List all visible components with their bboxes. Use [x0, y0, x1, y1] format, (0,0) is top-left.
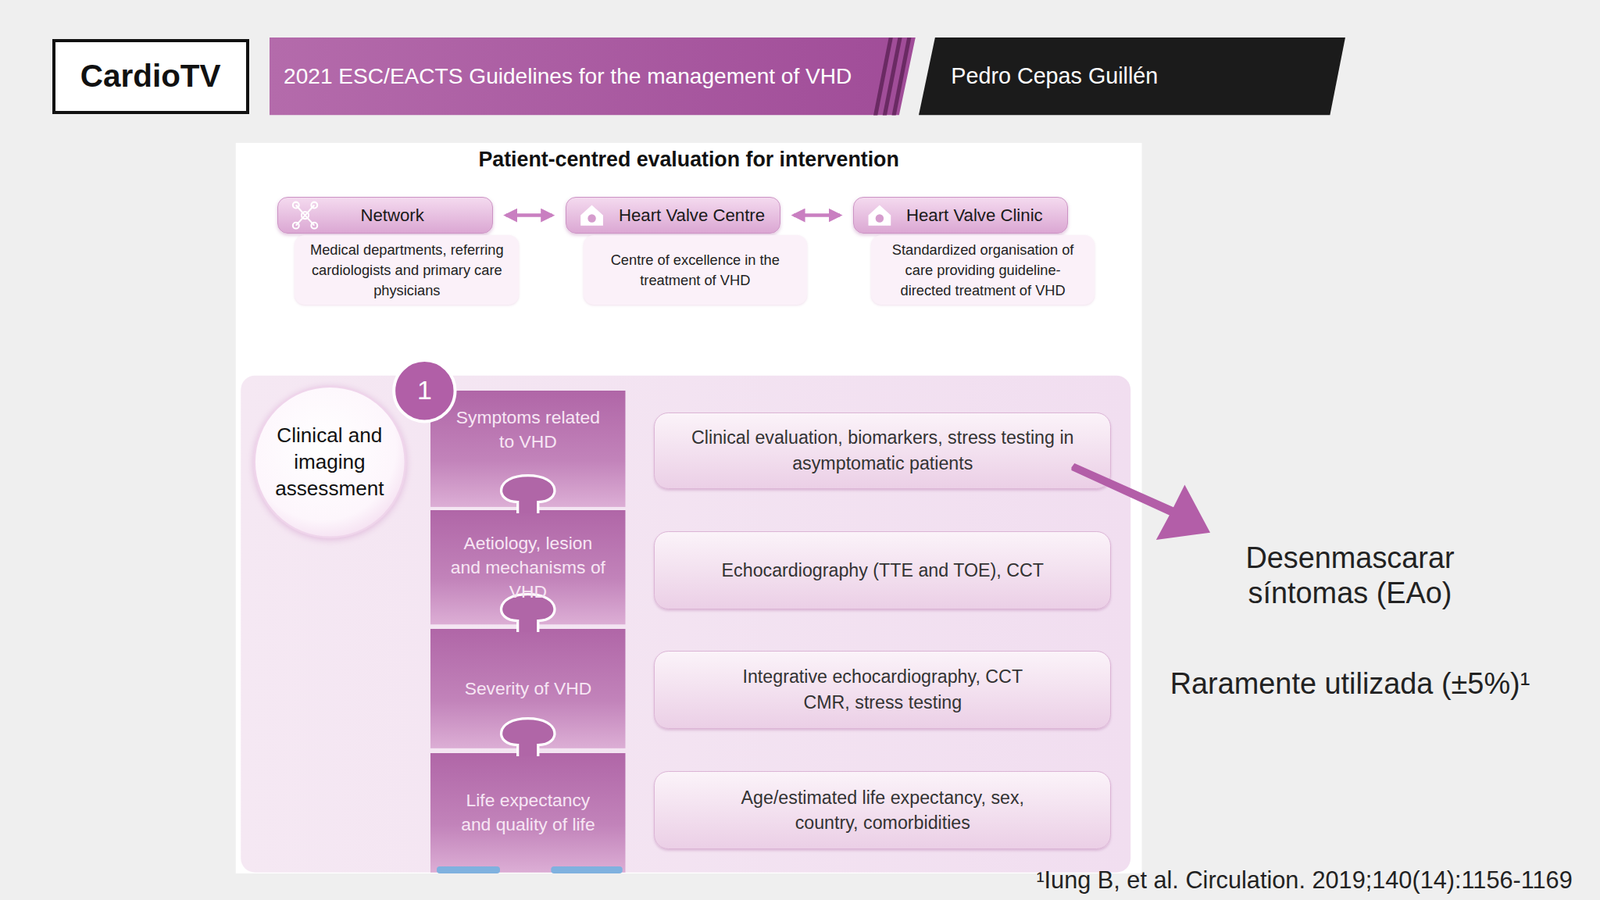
care-level-pill: NetworkMedical departments, referring ca… [277, 196, 493, 234]
house-shape [868, 205, 892, 226]
care-level-pill: Heart Valve CentreCentre of excellence i… [565, 196, 782, 234]
puzzle-text: Life expectancy and quality of life [456, 788, 600, 837]
cut-piece [436, 866, 500, 874]
box-text: Clinical evaluation, biomarkers, stress … [685, 425, 1079, 476]
pill-heading: Network [360, 205, 424, 226]
reference-footnote: ¹Iung B, et al. Circulation. 2019;140(14… [1035, 866, 1572, 895]
evaluation-box: Echocardiography (TTE and TOE), CCT [653, 531, 1111, 609]
header-band: 2021 ESC/EACTS Guidelines for the manage… [269, 37, 916, 115]
assessment-panel [240, 375, 1131, 873]
evaluation-box: Clinical evaluation, biomarkers, stress … [653, 412, 1111, 490]
stripe [873, 37, 893, 115]
double-arrow [793, 213, 840, 218]
box-text: Echocardiography (TTE and TOE), CCT [721, 557, 1044, 584]
evaluation-box: Integrative echocardiography, CCT CMR, s… [653, 650, 1111, 729]
pill-description: Centre of excellence in the treatment of… [595, 250, 795, 291]
section-circle: Clinical and imaging assessment [252, 384, 408, 540]
pill-face: Network [278, 197, 493, 233]
piece-body [430, 753, 625, 873]
band-text: Pedro Cepas Guillén [950, 63, 1158, 90]
pill-description: Medical departments, referring cardiolog… [296, 239, 517, 301]
puzzle-text: Aetiology, lesion and mechanisms of VHD [446, 531, 610, 604]
box-text: Integrative echocardiography, CCT CMR, s… [724, 664, 1041, 715]
pill-description-box: Standardized organisation of care provid… [871, 235, 1095, 305]
piece-tab [501, 717, 555, 756]
pill-description-box: Medical departments, referring cardiolog… [294, 235, 519, 305]
puzzle-text: Severity of VHD [464, 676, 593, 701]
band-text: 2021 ESC/EACTS Guidelines for the manage… [283, 64, 852, 90]
pill-face: Heart Valve Centre [566, 197, 781, 233]
icon-line [296, 215, 306, 226]
header-band: Pedro Cepas Guillén [918, 37, 1346, 115]
figure-title: Patient-centred evaluation for intervent… [235, 147, 1143, 172]
logo-text: CardioTV [80, 57, 222, 95]
icon-dot [292, 222, 300, 229]
node-shape [430, 753, 625, 873]
pill-face: Heart Valve Clinic [853, 197, 1068, 233]
pill-heading: Heart Valve Centre [618, 205, 765, 226]
icon-dot [292, 202, 300, 209]
house-icon [868, 205, 892, 226]
house-dot [875, 214, 884, 222]
band-stripes [873, 37, 911, 115]
double-arrow [506, 213, 553, 218]
icon-dot [310, 202, 318, 209]
figure-panel [235, 142, 1143, 874]
icon-dot [301, 211, 309, 219]
callout-circle [393, 360, 455, 422]
band-shape [918, 37, 1346, 115]
band-shape [269, 37, 916, 115]
section-title: Clinical and imaging assessment [265, 422, 393, 503]
pill-description: Standardized organisation of care provid… [881, 239, 1086, 301]
care-level-pill: Heart Valve ClinicStandardized organisat… [853, 196, 1069, 234]
annotation-text: Raramente utilizada (±5%)¹ [1166, 640, 1534, 728]
callout-number: 1 [393, 360, 455, 422]
evaluation-box: Age/estimated life expectancy, sex, coun… [653, 771, 1111, 849]
callout-arrow [1071, 463, 1211, 540]
piece-tab [501, 475, 555, 514]
cut-piece [550, 866, 622, 874]
puzzle-text: Symptoms related to VHD [451, 405, 605, 454]
network-icon [292, 202, 318, 229]
circle-shape [253, 386, 405, 538]
piece-tab [501, 593, 555, 632]
icon-line [305, 215, 315, 226]
box-text: Age/estimated life expectancy, sex, coun… [724, 785, 1041, 836]
annotation-text: Desenmascarar síntomas (EAo) [1186, 532, 1514, 620]
house-shape [580, 205, 604, 226]
icon-line [296, 205, 306, 216]
pill-heading: Heart Valve Clinic [906, 205, 1043, 226]
house-dot [587, 214, 596, 222]
house-icon [580, 205, 604, 226]
icon-line [305, 205, 315, 216]
puzzle-piece: Life expectancy and quality of life [430, 753, 625, 873]
icon-dot [310, 222, 318, 229]
stripe [882, 37, 903, 115]
pill-description-box: Centre of excellence in the treatment of… [583, 235, 808, 305]
logo-box: CardioTV [52, 39, 250, 115]
stripe [892, 37, 912, 115]
